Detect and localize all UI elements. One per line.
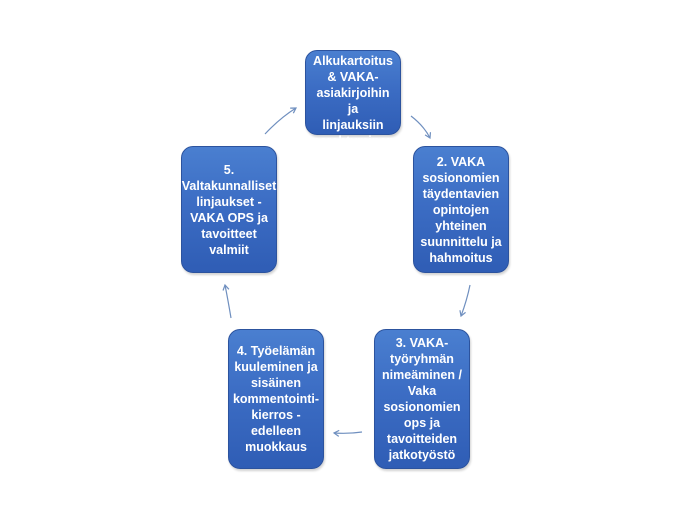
arrow-1-to-2 bbox=[410, 115, 432, 140]
step-3-box: 3. VAKA- työryhmän nimeäminen / Vaka sos… bbox=[374, 329, 470, 469]
step-3-label: 3. VAKA- työryhmän nimeäminen / Vaka sos… bbox=[382, 336, 462, 462]
arrow-5-to-1 bbox=[264, 107, 297, 135]
step-1-box: 1. Alkukartoitus & VAKA- asiakirjoihin j… bbox=[305, 38, 401, 148]
step-5-label: 5. Valtakunnalliset linjaukset - VAKA OP… bbox=[181, 162, 277, 257]
step-4-label: 4. Työelämän kuuleminen ja sisäinen komm… bbox=[232, 344, 320, 454]
arrow-4-to-5 bbox=[222, 283, 232, 319]
step-5-box: 5. Valtakunnalliset linjaukset - VAKA OP… bbox=[181, 146, 277, 273]
arrow-2-to-3 bbox=[459, 284, 471, 318]
step-1-label: 1. Alkukartoitus & VAKA- asiakirjoihin j… bbox=[312, 37, 394, 148]
step-4-box: 4. Työelämän kuuleminen ja sisäinen komm… bbox=[228, 329, 324, 469]
step-2-box: 2. VAKA sosionomien täydentavien opintoj… bbox=[413, 146, 509, 273]
step-2-label: 2. VAKA sosionomien täydentavien opintoj… bbox=[420, 154, 502, 265]
arrow-3-to-4 bbox=[332, 429, 363, 437]
